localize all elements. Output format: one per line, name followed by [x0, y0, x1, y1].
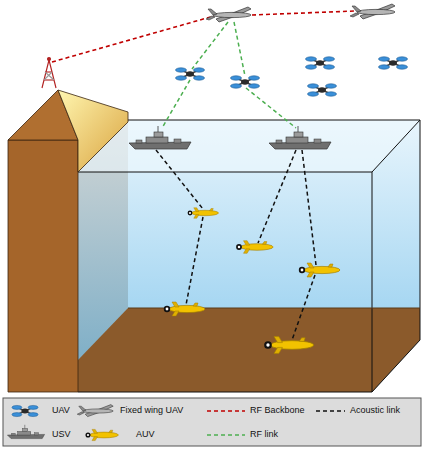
- legend-line-sample: [207, 410, 245, 412]
- legend-box: [3, 398, 421, 446]
- legend-sample: [12, 405, 38, 416]
- acoustic-link: [156, 150, 316, 340]
- legend-symbol: [7, 425, 44, 439]
- land-front: [8, 140, 78, 392]
- auv: [236, 241, 273, 254]
- legend-label: AUV: [136, 429, 155, 440]
- water-surface: [78, 120, 420, 172]
- rf-backbone-link: [52, 11, 355, 62]
- fixed-wing-uav: [350, 4, 395, 19]
- legend-label: RF link: [250, 429, 278, 440]
- legend-label: RF Backbone: [250, 405, 305, 416]
- legend-samples: [7, 405, 345, 441]
- water: [78, 120, 420, 392]
- legend-label: UAV: [52, 405, 70, 416]
- legend-label: Fixed wing UAV: [120, 405, 183, 416]
- uav: [308, 84, 337, 96]
- usv: [129, 126, 191, 149]
- seabed: [78, 308, 420, 392]
- legend-label: USV: [52, 429, 71, 440]
- water-box-edges: [78, 120, 420, 392]
- usv: [269, 126, 331, 149]
- fixed-wing-uav: [206, 7, 251, 22]
- auv: [164, 302, 205, 316]
- legend-sample: [77, 405, 113, 417]
- auv: [188, 208, 219, 219]
- legend-label: Acoustic link: [350, 405, 400, 416]
- legend-sample: [85, 429, 118, 440]
- legend-symbol: [12, 405, 38, 416]
- legend-sample: [207, 411, 245, 412]
- land-shore: [58, 90, 128, 172]
- auv: [264, 337, 313, 354]
- legend-symbol: [77, 405, 113, 417]
- uav: [379, 57, 408, 69]
- legend-sample: [316, 411, 345, 412]
- legend-line-sample: [316, 410, 345, 412]
- auv: [299, 263, 340, 277]
- legend-sample: [7, 425, 44, 439]
- legend-sample: [207, 435, 245, 436]
- uav: [176, 68, 205, 80]
- legend-line-sample: [207, 434, 245, 436]
- uav: [231, 76, 260, 88]
- uav: [306, 57, 335, 69]
- legend-symbol: [85, 429, 118, 440]
- rf-link: [162, 22, 296, 128]
